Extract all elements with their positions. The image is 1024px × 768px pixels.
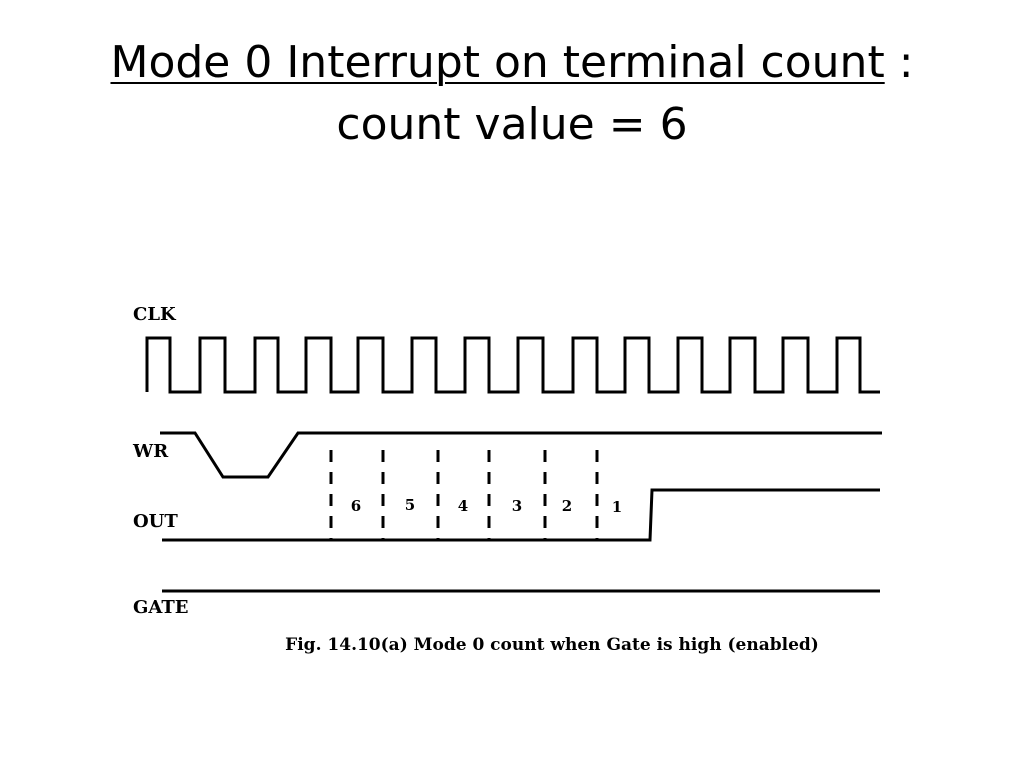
clk-label: CLK bbox=[133, 304, 177, 325]
count-label: 2 bbox=[562, 497, 572, 515]
count-label: 6 bbox=[351, 497, 361, 515]
count-label: 1 bbox=[612, 498, 622, 516]
title-line-2: count value = 6 bbox=[336, 99, 688, 150]
wr-label: WR bbox=[132, 441, 169, 462]
count-label: 4 bbox=[458, 497, 468, 515]
out-waveform bbox=[162, 488, 880, 542]
clk-waveform bbox=[145, 336, 880, 394]
title-suffix: : bbox=[884, 37, 914, 88]
figure-caption: Fig. 14.10(a) Mode 0 count when Gate is … bbox=[285, 635, 819, 655]
out-label: OUT bbox=[133, 511, 178, 532]
count-label: 3 bbox=[512, 497, 522, 515]
gate-label: GATE bbox=[133, 597, 188, 618]
count-label: 5 bbox=[405, 496, 415, 514]
title-line-1: Mode 0 Interrupt on terminal count : bbox=[0, 32, 1024, 94]
title-underlined-text: Mode 0 Interrupt on terminal count bbox=[110, 37, 885, 88]
wr-waveform bbox=[160, 431, 882, 479]
slide-title: Mode 0 Interrupt on terminal count : cou… bbox=[0, 32, 1024, 156]
